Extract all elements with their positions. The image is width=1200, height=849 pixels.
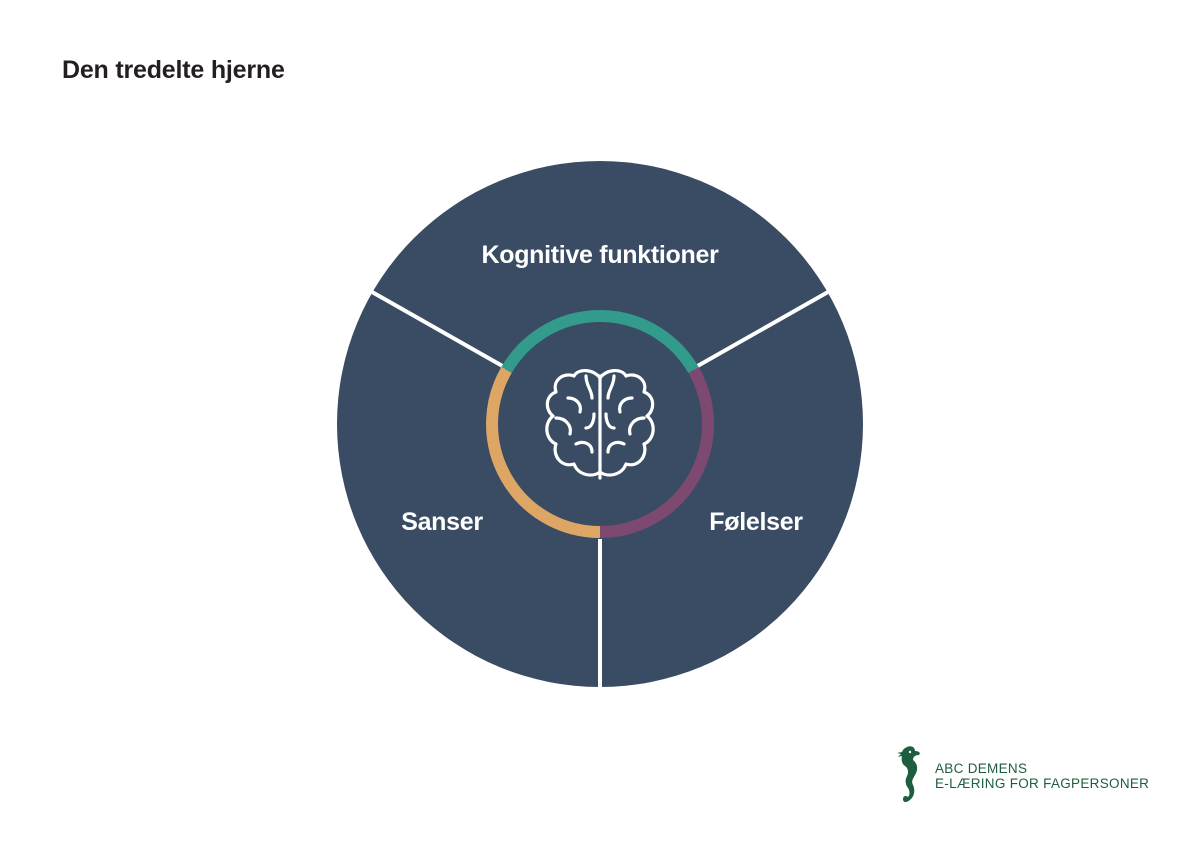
ring-arc-senses xyxy=(486,367,601,538)
abc-demens-logo: ABC DEMENS E-LÆRING FOR FAGPERSONER xyxy=(893,745,1153,807)
brain-icon xyxy=(545,369,655,480)
divider-right xyxy=(693,290,829,370)
logo-line-1: ABC DEMENS xyxy=(935,761,1028,776)
ring-arc-cognitive xyxy=(501,310,699,374)
ring-arc-emotions xyxy=(599,367,714,538)
segment-label-cognitive: Kognitive funktioner xyxy=(481,241,719,269)
inner-ring xyxy=(486,310,714,538)
divider-left xyxy=(371,290,507,370)
segment-label-senses: Sanser xyxy=(401,508,483,536)
seahorse-icon xyxy=(897,746,920,802)
page-title: Den tredelte hjerne xyxy=(62,56,285,84)
segment-label-emotions: Følelser xyxy=(709,508,803,536)
segment-dividers xyxy=(371,290,829,689)
logo-line-2: E-LÆRING FOR FAGPERSONER xyxy=(935,776,1150,791)
